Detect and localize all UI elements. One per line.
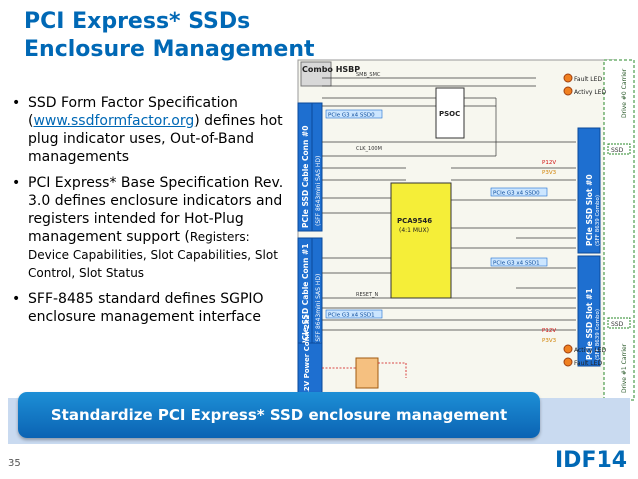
summary-banner: Standardize PCI Express* SSD enclosure m…	[18, 392, 540, 438]
ssd-1-label: SSD	[611, 321, 624, 328]
ssd-slot-0	[577, 127, 601, 254]
pcie-lane-ssd0-a-label: PCIe G3 x4 SSD0	[328, 113, 375, 119]
ssdformfactor-link[interactable]: www.ssdformfactor.org	[33, 113, 195, 129]
page-number: 35	[8, 458, 21, 469]
power-conn	[297, 342, 323, 399]
ssd-slot-1-sub: (SFF 8639 Combo)	[595, 309, 601, 360]
cable-conn-1-sub: (SFF 8643mini SAS HD)	[315, 274, 322, 344]
reset-label: RESET_N	[356, 292, 379, 298]
bullet-text: SFF-8485 standard defines SGPIO enclosur…	[28, 291, 264, 325]
p12v-label: P12V	[542, 160, 556, 166]
smbus-label: SMB_SMC	[356, 72, 381, 78]
mux-chip	[390, 182, 452, 299]
fault-led-1-label: Fault LED	[574, 360, 602, 367]
pcie-lane-ssd1-a-label: PCIe G3 x4 SSD1	[328, 313, 375, 319]
cable-conn-0-sub-box	[311, 102, 323, 232]
bullet-dot-icon: •	[12, 95, 21, 111]
bullet-text: SSD Form Factor Specification (	[28, 95, 238, 129]
voltage-regulator	[355, 357, 379, 389]
ssd-0-label: SSD	[611, 147, 624, 154]
mux-label: PCA9546	[397, 217, 432, 225]
psoc-chip	[435, 87, 465, 139]
p3v3-label-2: P3V3	[542, 338, 557, 344]
registers-list: Registers: Device Capabilities, Slot Cap…	[28, 230, 278, 280]
pcie-lane-ssd0-a	[325, 109, 383, 119]
bullet-item-pcie-base-spec: • PCI Express* Base Specification Rev. 3…	[8, 174, 293, 282]
ssd-slot-0-sub: (SFF 8639 Combo)	[595, 195, 601, 246]
clk-label: CLK_100M	[356, 146, 382, 152]
idf14-logo: IDF14	[555, 448, 627, 473]
pcie-lane-ssd1-a	[325, 309, 383, 319]
cable-conn-1-label: PCIe SSD Cable Conn #1	[301, 244, 310, 346]
page-title: PCI Express* SSDs Enclosure Management	[24, 9, 315, 62]
activity-led-0-icon	[563, 86, 573, 96]
combo-hsbp-label-box	[300, 61, 332, 87]
fault-led-1-icon	[563, 357, 573, 367]
ssd-1-box	[607, 317, 631, 329]
combo-hsbp-label: Combo HSBP	[302, 65, 360, 74]
bullet-dot-icon: •	[12, 291, 21, 307]
drive-0-carrier-label: Drive #0 Carrier	[621, 68, 628, 118]
fault-led-0-label: Fault LED	[574, 76, 602, 83]
drive-carrier-area	[603, 59, 635, 401]
bullet-item-sff-8485: • SFF-8485 standard defines SGPIO enclos…	[8, 290, 293, 326]
bullet-text: ) defines hot plug indicator uses, Out-o…	[28, 113, 283, 165]
drive-1-carrier-label: Drive #1 Carrier	[621, 343, 628, 393]
cable-conn-0-label: PCIe SSD Cable Conn #0	[301, 126, 310, 228]
enclosure-schematic-diagram: Combo HSBP PCIe SSD Cable Conn #0 (SFF 8…	[297, 59, 635, 401]
power-conn-label: 12V Power Conn 2x2	[303, 315, 311, 396]
bullet-list: • SSD Form Factor Specification (www.ssd…	[8, 94, 293, 334]
ssd-slot-1	[577, 255, 601, 367]
activity-led-1-label: Activy LED	[574, 347, 606, 354]
mux-sub-label: (4:1 MUX)	[399, 227, 429, 234]
p12v-label-2: P12V	[542, 328, 556, 334]
ssd-0-box	[607, 143, 631, 155]
fault-led-0-icon	[563, 73, 573, 83]
ssd-slot-0-label: PCIe SSD Slot #0	[585, 174, 594, 246]
pcie-lane-ssd0-b	[490, 187, 548, 197]
activity-led-1-icon	[563, 344, 573, 354]
ssd-slot-1-label: PCIe SSD Slot #1	[585, 288, 594, 360]
pcie-lane-ssd0-b-label: PCIe G3 x4 SSD0	[493, 191, 540, 197]
bullet-item-ssd-form-factor: • SSD Form Factor Specification (www.ssd…	[8, 94, 293, 166]
bullet-text: PCI Express* Base Specification Rev. 3.0…	[28, 175, 284, 245]
p3v3-label: P3V3	[542, 170, 557, 176]
pcie-lane-ssd1-b	[490, 257, 548, 267]
activity-led-0-label: Activy LED	[574, 89, 606, 96]
idf14-logo-text: IDF14	[555, 448, 627, 473]
bullet-dot-icon: •	[12, 175, 21, 191]
pcie-lane-ssd1-b-label: PCIe G3 x4 SSD1	[493, 261, 540, 267]
cable-conn-0-sub: (SFF 8643mini SAS HD)	[315, 156, 322, 226]
led-group: Fault LED Activy LED Activy LED Fault LE…	[563, 73, 606, 367]
psoc-label: PSOC	[439, 110, 460, 118]
